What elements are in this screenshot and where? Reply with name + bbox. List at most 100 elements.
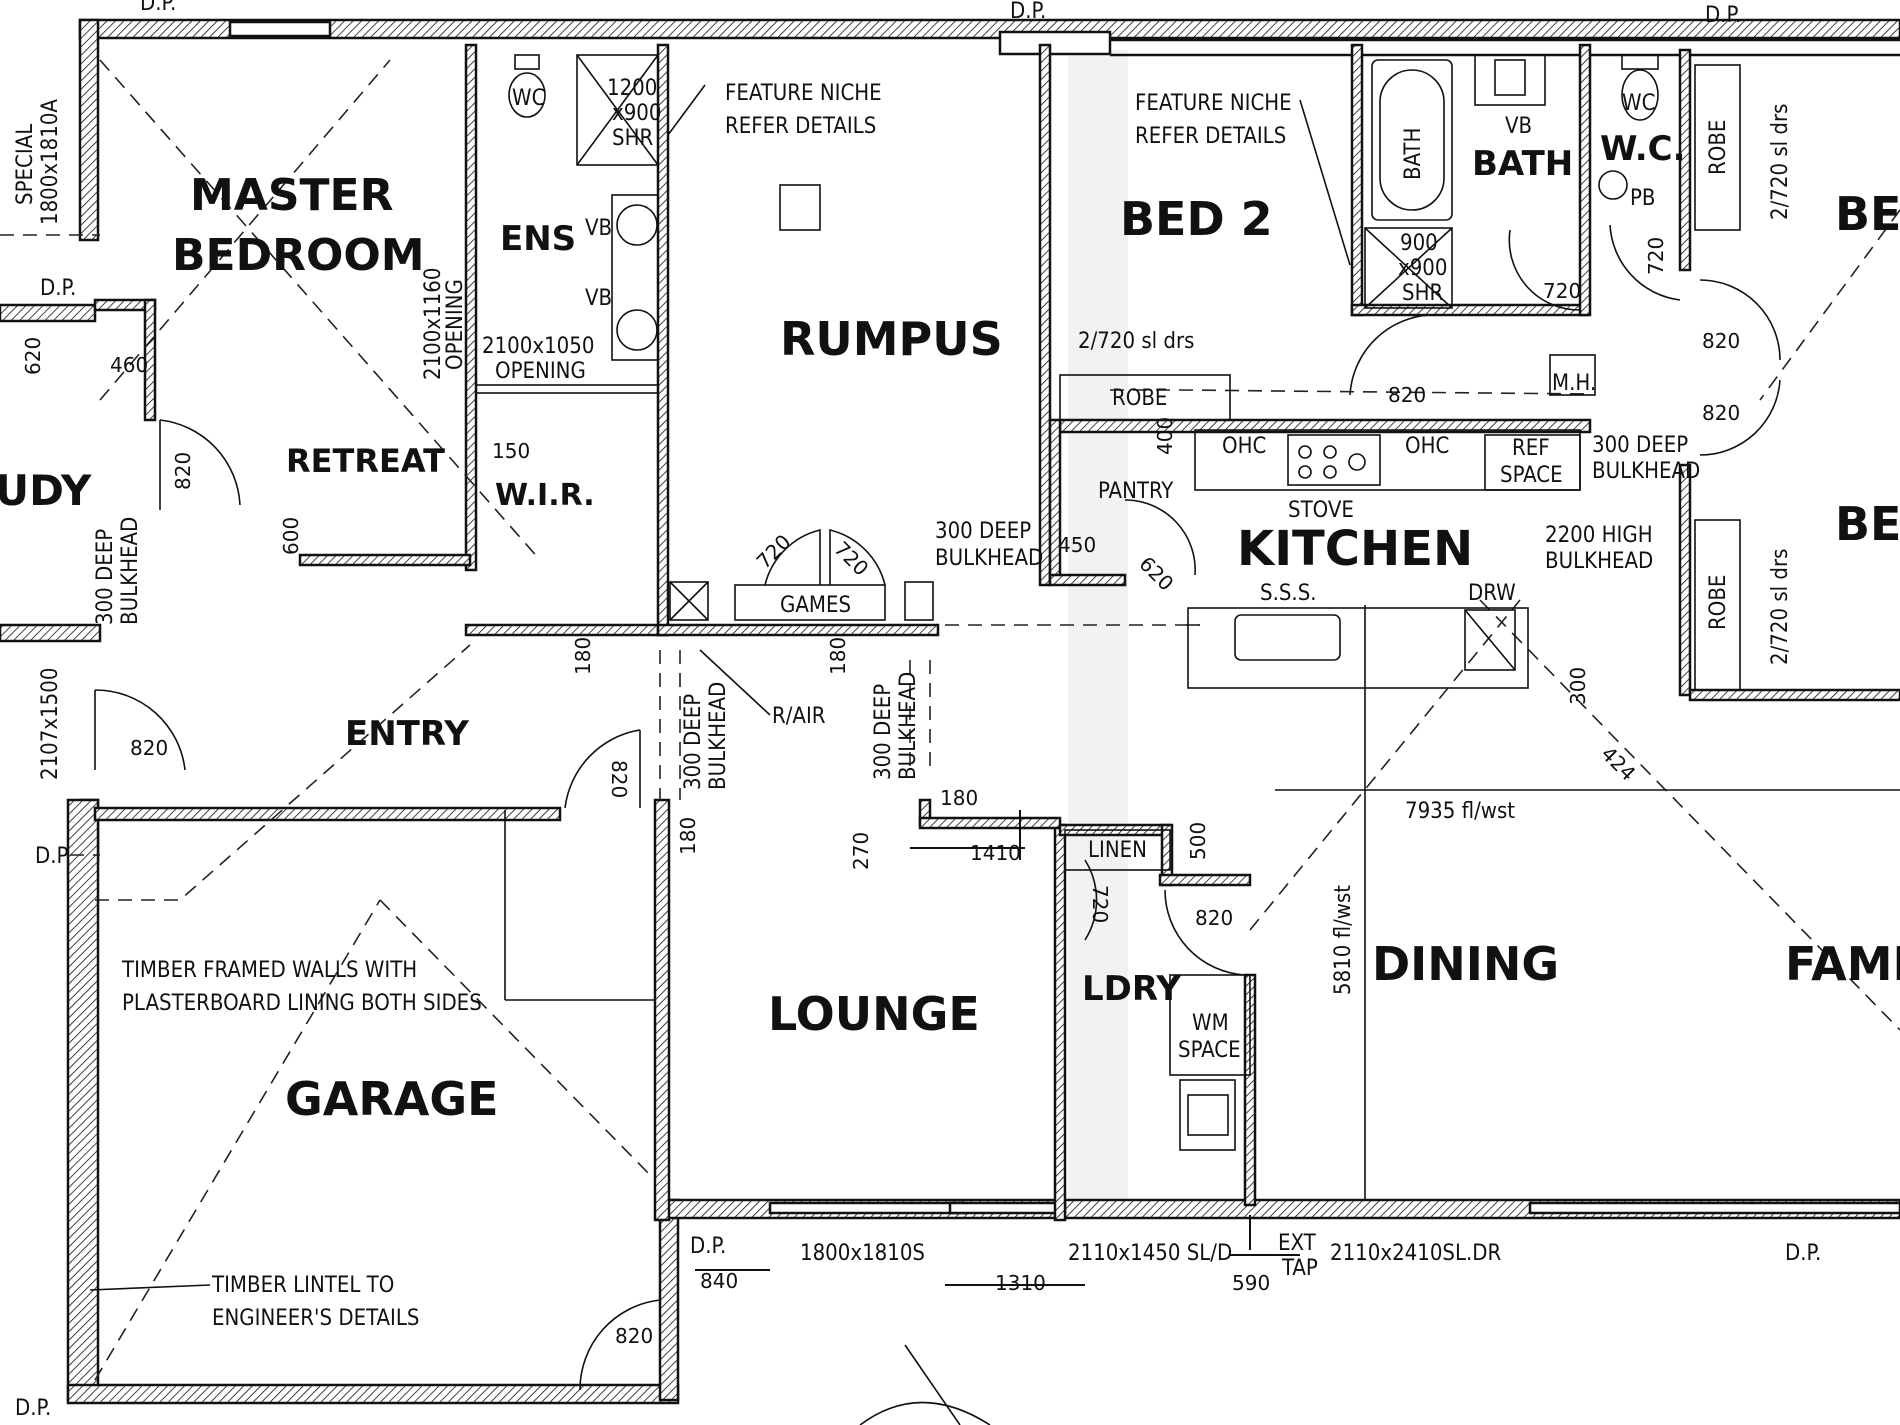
label-niche1-a: FEATURE NICHE (725, 81, 882, 106)
dim-180b: 180 (826, 637, 850, 675)
dim-620b: 620 (1134, 552, 1178, 596)
room-bath: BATH (1472, 144, 1573, 184)
label-ohc2: OHC (1405, 434, 1449, 459)
dim-820a: 820 (171, 452, 195, 490)
label-robe3: ROBE (1706, 575, 1731, 630)
dim-1410: 1410 (970, 841, 1021, 865)
label-bulk-b: BULKHEAD (935, 546, 1043, 571)
dim-424: 424 (1596, 742, 1640, 786)
dim-180a: 180 (571, 637, 595, 675)
label-win-2107: 2107x1500 (38, 668, 63, 780)
room-ldry: LDRY (1082, 969, 1181, 1009)
room-retreat: RETREAT (286, 442, 445, 480)
dimensions: 620 460 820 600 150 820 820 180 180 180 … (21, 237, 1740, 1348)
label-bulk2200-b: BULKHEAD (1545, 549, 1653, 574)
label-games: GAMES (780, 593, 851, 618)
label-sss: S.S.S. (1260, 581, 1317, 606)
label-timber-lintel-a: TIMBER LINTEL TO (211, 1273, 394, 1298)
dim-180d: 180 (676, 817, 700, 855)
label-fl-wst-h: 7935 fl/wst (1405, 799, 1515, 824)
fixtures (508, 54, 1741, 1151)
dim-400: 400 (1153, 417, 1177, 455)
label-opening1-b: OPENING (443, 279, 468, 370)
room-bed2: BED 2 (1120, 192, 1273, 246)
room-garage: GARAGE (285, 1072, 499, 1126)
dim-1310: 1310 (995, 1271, 1046, 1295)
room-bed3: BE (1835, 187, 1900, 241)
room-master-2: BEDROOM (172, 230, 425, 281)
label-wc1: WC (512, 86, 545, 111)
label-win-2110-1450: 2110x1450 SL/D (1068, 1241, 1232, 1266)
label-pantry: PANTRY (1098, 479, 1174, 504)
dim-270: 270 (849, 832, 873, 870)
label-shr1-c: SHR (612, 126, 653, 151)
dim-720a: 720 (752, 530, 796, 574)
room-wir: W.I.R. (495, 478, 595, 513)
label-dp5: D.P. (1705, 3, 1741, 28)
label-bath-fixture: BATH (1401, 128, 1426, 180)
room-master-1: MASTER (190, 170, 393, 221)
label-bulk2200-a: 2200 HIGH (1545, 523, 1653, 548)
label-niche2-a: FEATURE NICHE (1135, 91, 1292, 116)
label-opening2-a: 2100x1050 (482, 334, 594, 359)
label-ext-tap-b: TAP (1281, 1256, 1318, 1281)
room-dining: DINING (1372, 937, 1559, 991)
room-lounge: LOUNGE (768, 987, 980, 1041)
dim-820g: 820 (1195, 906, 1233, 930)
room-labels: MASTER BEDROOM RETREAT ENS W.I.R. RUMPUS… (0, 129, 1900, 1126)
label-win-1800: 1800x1810S (800, 1241, 925, 1266)
label-shr1-b: x900 (612, 101, 661, 126)
label-dp4: D.P. (1010, 0, 1046, 24)
room-rumpus: RUMPUS (780, 312, 1003, 366)
label-bulk-e: 300 DEEP (93, 529, 118, 625)
dim-720d: 720 (1644, 237, 1668, 275)
dim-720b: 720 (829, 537, 873, 581)
label-niche1-b: REFER DETAILS (725, 114, 876, 139)
room-family: FAMI (1785, 937, 1900, 991)
label-dp3: D.P. (15, 1396, 51, 1421)
label-special-b: 1800x1810A (38, 99, 63, 225)
dim-840: 840 (700, 1269, 738, 1293)
label-wm-b: SPACE (1178, 1038, 1241, 1063)
label-win-2110-2410: 2110x2410SL.DR (1330, 1241, 1502, 1266)
dim-620: 620 (21, 337, 45, 375)
label-bulk-h: BULKHEAD (706, 682, 731, 790)
label-niche2-b: REFER DETAILS (1135, 124, 1286, 149)
room-kitchen: KITCHEN (1237, 521, 1473, 577)
label-bulk-f: BULKHEAD (118, 517, 143, 625)
label-bulk-j: BULKHEAD (896, 672, 921, 780)
label-ref-b: SPACE (1500, 463, 1563, 488)
label-rair: R/AIR (772, 704, 826, 729)
room-study: UDY (0, 466, 92, 515)
dim-820d: 820 (1388, 383, 1426, 407)
label-timber-walls-a: TIMBER FRAMED WALLS WITH (121, 958, 417, 983)
dim-820f: 820 (1702, 401, 1740, 425)
label-timber-walls-b: PLASTERBOARD LINING BOTH SIDES (122, 991, 482, 1016)
label-bulk-c: 300 DEEP (1592, 433, 1688, 458)
door-swings (94, 224, 1781, 1391)
label-sldrs3: 2/720 sl drs (1768, 549, 1793, 665)
dim-150: 150 (492, 439, 530, 463)
dim-180c: 180 (940, 786, 978, 810)
label-bulk-i: 300 DEEP (871, 684, 896, 780)
dim-720c: 720 (1543, 279, 1581, 303)
label-dp2: D.P. (35, 844, 71, 869)
dim-460: 460 (110, 353, 148, 377)
label-dp6: D.P. (690, 1234, 726, 1259)
label-linen: LINEN (1088, 838, 1147, 863)
ceiling-lines (0, 59, 1900, 1381)
label-sldrs2: 2/720 sl drs (1768, 104, 1793, 220)
dim-820c: 820 (607, 760, 631, 798)
label-vb1: VB (585, 216, 612, 241)
label-wc2: WC (1622, 91, 1655, 116)
dim-600: 600 (279, 517, 303, 555)
label-special-a: SPECIAL (13, 124, 38, 205)
label-sldrs1: 2/720 sl drs (1078, 329, 1194, 354)
room-wc: W.C. (1600, 129, 1686, 169)
label-dp8: D.P. (140, 0, 176, 16)
label-vb3: VB (1505, 114, 1532, 139)
notes: WC 1200 x900 SHR VB VB FEATURE NICHE REF… (13, 0, 1821, 1421)
label-opening2-b: OPENING (495, 359, 586, 384)
label-ref-a: REF (1512, 436, 1550, 461)
